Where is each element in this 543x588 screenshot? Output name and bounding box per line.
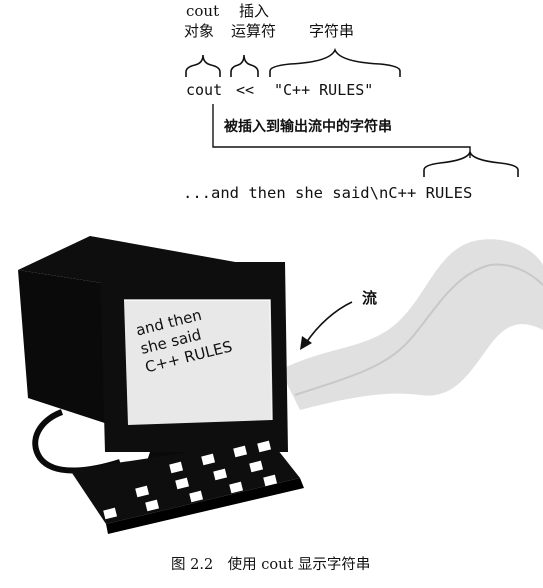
insertion-operator-label-line1: 插入 — [239, 2, 270, 20]
operator-brace — [230, 54, 259, 77]
code-string: "C++ RULES" — [274, 81, 374, 99]
insertion-operator-label-line2: 运算符 — [231, 22, 277, 40]
cout-brace — [185, 54, 221, 77]
code-cout: cout — [186, 81, 223, 99]
stream-arrow — [305, 301, 353, 344]
string-label: 字符串 — [309, 22, 355, 40]
figure-caption: 图 2.2 使用 cout 显示字符串 — [171, 557, 371, 573]
stream-ribbon — [280, 239, 543, 410]
stream-label: 流 — [362, 289, 378, 307]
cout-object-label-line2: 对象 — [184, 22, 215, 40]
monitor-screen — [124, 300, 272, 425]
output-stream-text: ...and then she said\nC++ RULES — [183, 184, 473, 202]
string-brace — [269, 47, 401, 77]
code-operator: << — [236, 81, 255, 99]
inserted-string-label: 被插入到输出流中的字符串 — [224, 119, 392, 135]
cout-object-label-line1: cout — [186, 2, 220, 20]
keyboard-keys — [103, 440, 278, 520]
output-brace — [423, 151, 519, 177]
